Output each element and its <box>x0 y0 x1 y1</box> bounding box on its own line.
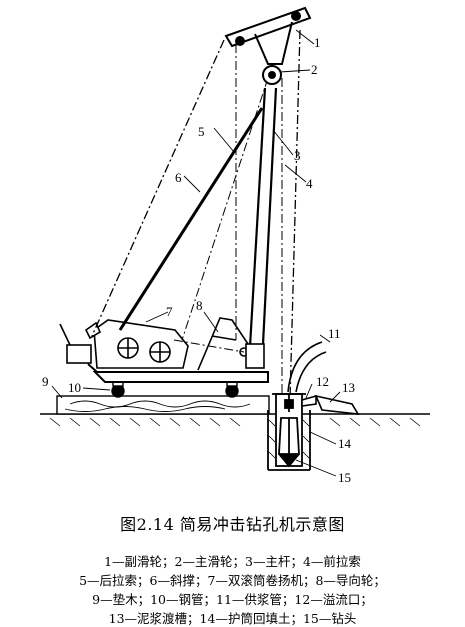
figure-caption: 图2.14 简易冲击钻孔机示意图 <box>120 515 345 534</box>
legend-line: 9—垫木；10—钢管；11—供浆管；12—溢流口； <box>92 592 373 607</box>
callout-9: 9 <box>42 374 49 389</box>
callout-7: 7 <box>166 304 173 319</box>
callout-4: 4 <box>306 176 313 191</box>
main-pole <box>245 87 278 369</box>
double-drum-winch <box>84 319 189 369</box>
steel-pipes <box>111 381 239 398</box>
callout-2: 2 <box>311 62 318 77</box>
legend-line: 1—副滑轮；2—主滑轮；3—主杆；4—前拉索 <box>104 554 361 569</box>
callout-12: 12 <box>316 374 329 389</box>
ground <box>40 413 430 427</box>
leader-lines <box>51 29 341 477</box>
auxiliary-pulley <box>224 6 312 65</box>
back-guy-rope <box>91 39 225 337</box>
drill-bit <box>278 394 300 468</box>
callout-6: 6 <box>175 170 182 185</box>
wire-ropes <box>173 44 283 396</box>
drilling-rig-diagram: 1 2 3 4 5 6 7 8 9 10 11 12 13 14 15 <box>40 6 430 485</box>
callout-labels: 1 2 3 4 5 6 7 8 9 10 11 12 13 14 15 <box>42 35 355 485</box>
slurry-supply-pipe <box>287 341 327 393</box>
callout-3: 3 <box>294 148 301 163</box>
base-frame <box>87 363 269 383</box>
overflow-and-trough <box>301 394 360 415</box>
callout-14: 14 <box>338 436 352 451</box>
motor <box>59 323 92 364</box>
legend-line: 5—后拉索；6—斜撑；7—双滚筒卷扬机；8—导向轮； <box>79 573 386 588</box>
legend-line: 13—泥浆渡槽；14—护筒回填土；15—钻头 <box>108 611 357 626</box>
callout-11: 11 <box>328 326 341 341</box>
main-pulley <box>262 65 282 85</box>
callout-13: 13 <box>342 380 355 395</box>
diagonal-strut <box>118 107 264 331</box>
callout-1: 1 <box>314 35 321 50</box>
callout-5: 5 <box>198 124 205 139</box>
callout-15: 15 <box>338 470 351 485</box>
sleepers <box>56 395 270 415</box>
front-guy-rope <box>289 29 301 401</box>
casing-backfill <box>268 419 310 459</box>
callout-8: 8 <box>196 298 203 313</box>
callout-10: 10 <box>68 380 81 395</box>
